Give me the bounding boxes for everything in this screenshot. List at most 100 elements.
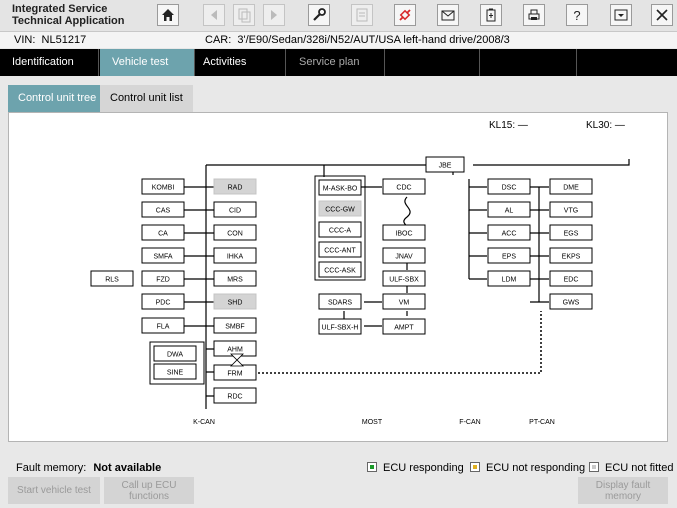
back-button[interactable] bbox=[203, 4, 225, 26]
ecu-label: SINE bbox=[167, 370, 184, 377]
ecu-ldm[interactable]: LDM bbox=[487, 270, 531, 287]
ecu-acc[interactable]: ACC bbox=[487, 224, 531, 241]
ecu-jbe[interactable]: JBE bbox=[425, 156, 465, 173]
ecu-egs[interactable]: EGS bbox=[549, 224, 593, 241]
ecu-cccant[interactable]: CCC-ANT bbox=[318, 241, 362, 258]
ecu-smfa[interactable]: SMFA bbox=[141, 247, 185, 264]
ecu-ihka[interactable]: IHKA bbox=[213, 247, 257, 264]
copy-icon bbox=[238, 8, 251, 23]
wrench-button[interactable] bbox=[308, 4, 330, 26]
mail-icon bbox=[441, 10, 455, 21]
ecu-ccca[interactable]: CCC-A bbox=[318, 221, 362, 238]
ecu-ca[interactable]: CA bbox=[141, 224, 185, 241]
legend-not-responding-label: ECU not responding bbox=[486, 462, 586, 474]
ecu-label: AMPT bbox=[394, 325, 414, 332]
ecu-label: JBE bbox=[439, 163, 452, 170]
ecu-rdc[interactable]: RDC bbox=[213, 387, 257, 404]
ecu-box bbox=[141, 224, 185, 241]
ecu-vm[interactable]: VM bbox=[382, 293, 426, 310]
start-vehicle-test-button[interactable]: Start vehicle test bbox=[8, 477, 100, 504]
connection-button[interactable] bbox=[394, 4, 416, 26]
ecu-box bbox=[382, 270, 426, 287]
ecu-label: SDARS bbox=[328, 300, 352, 307]
ecu-cas[interactable]: CAS bbox=[141, 201, 185, 218]
call-up-ecu-functions-button[interactable]: Call up ECU functions bbox=[104, 477, 194, 504]
ecu-ekps[interactable]: EKPS bbox=[549, 247, 593, 264]
ecu-box bbox=[382, 224, 426, 241]
ecu-ulfsbx[interactable]: ULF-SBX bbox=[382, 270, 426, 287]
ecu-box bbox=[382, 318, 426, 335]
legend-responding: ECU responding bbox=[367, 462, 464, 474]
tab-activities[interactable]: Activities bbox=[191, 49, 286, 76]
ecu-box bbox=[487, 201, 531, 218]
tab-vehicle-test[interactable]: Vehicle test bbox=[100, 49, 195, 76]
car: CAR: 3'/E90/Sedan/328i/N52/AUT/USA left-… bbox=[205, 34, 510, 46]
ecu-rls[interactable]: RLS bbox=[90, 270, 134, 287]
ecu-fzd[interactable]: FZD bbox=[141, 270, 185, 287]
ecu-vtg[interactable]: VTG bbox=[549, 201, 593, 218]
ecu-shd[interactable]: SHD bbox=[213, 293, 257, 310]
ecu-sine[interactable]: SINE bbox=[153, 363, 197, 380]
ecu-label: KOMBI bbox=[152, 185, 175, 192]
app-title: Integrated Service Technical Application bbox=[12, 3, 125, 27]
kl15-status: KL15: — bbox=[489, 120, 528, 131]
tab-empty-2 bbox=[481, 49, 577, 76]
home-button[interactable] bbox=[157, 4, 179, 26]
help-button[interactable]: ? bbox=[566, 4, 588, 26]
ecu-pdc[interactable]: PDC bbox=[141, 293, 185, 310]
ecu-gws[interactable]: GWS bbox=[549, 293, 593, 310]
ecu-mrs[interactable]: MRS bbox=[213, 270, 257, 287]
ecu-cdc[interactable]: CDC bbox=[382, 178, 426, 195]
ecu-smbf[interactable]: SMBF bbox=[213, 317, 257, 334]
ecu-label: IBOC bbox=[395, 231, 412, 238]
display-fault-memory-button[interactable]: Display fault memory bbox=[578, 477, 668, 504]
forward-button[interactable] bbox=[263, 4, 285, 26]
ecu-cid[interactable]: CID bbox=[213, 201, 257, 218]
ecu-label: EDC bbox=[564, 277, 579, 284]
ecu-sdars[interactable]: SDARS bbox=[318, 293, 362, 310]
tab-service-plan[interactable]: Service plan bbox=[287, 49, 385, 76]
ecu-label: CCC-GW bbox=[325, 207, 355, 214]
ecu-eps[interactable]: EPS bbox=[487, 247, 531, 264]
ecu-label: DWA bbox=[167, 352, 183, 359]
ecu-ampt[interactable]: AMPT bbox=[382, 318, 426, 335]
ecu-box bbox=[213, 247, 257, 264]
battery-button[interactable] bbox=[480, 4, 502, 26]
ecu-box bbox=[318, 179, 362, 196]
ecu-label: LDM bbox=[502, 277, 517, 284]
print-button[interactable] bbox=[523, 4, 545, 26]
ecu-cccgw[interactable]: CCC-GW bbox=[318, 200, 362, 217]
ecu-dme[interactable]: DME bbox=[549, 178, 593, 195]
ecu-iboc[interactable]: IBOC bbox=[382, 224, 426, 241]
ecu-con[interactable]: CON bbox=[213, 224, 257, 241]
mail-button[interactable] bbox=[437, 4, 459, 26]
ecu-frm[interactable]: FRM bbox=[213, 364, 257, 381]
copy-button[interactable] bbox=[233, 4, 255, 26]
ecu-label: FZD bbox=[156, 277, 170, 284]
ecu-al[interactable]: AL bbox=[487, 201, 531, 218]
svg-text:?: ? bbox=[573, 8, 580, 23]
tab-identification[interactable]: Identification bbox=[0, 49, 99, 76]
ecu-jnav[interactable]: JNAV bbox=[382, 247, 426, 264]
ecu-mask[interactable]: M-ASK-BO bbox=[318, 179, 362, 196]
fault-memory-status: Fault memory: Not available bbox=[16, 462, 161, 474]
ecu-rad[interactable]: RAD bbox=[213, 178, 257, 195]
ecu-fla[interactable]: FLA bbox=[141, 317, 185, 334]
sheet-button[interactable] bbox=[351, 4, 373, 26]
ecu-ulfsbxh[interactable]: ULF-SBX-H bbox=[318, 318, 362, 335]
subtab-control-unit-list[interactable]: Control unit list bbox=[100, 85, 193, 112]
ecu-box bbox=[141, 201, 185, 218]
ecu-box bbox=[213, 178, 257, 195]
ecu-label: CDC bbox=[396, 185, 411, 192]
subtab-control-unit-tree[interactable]: Control unit tree bbox=[8, 85, 100, 112]
print-icon bbox=[528, 9, 540, 20]
ecu-cccask[interactable]: CCC-ASK bbox=[318, 261, 362, 278]
ecu-label: EKPS bbox=[562, 254, 581, 261]
ecu-kombi[interactable]: KOMBI bbox=[141, 178, 185, 195]
ecu-dwa[interactable]: DWA bbox=[153, 345, 197, 362]
ecu-box bbox=[153, 345, 197, 362]
ecu-dsc[interactable]: DSC bbox=[487, 178, 531, 195]
ecu-edc[interactable]: EDC bbox=[549, 270, 593, 287]
close-button[interactable] bbox=[651, 4, 673, 26]
minimize-button[interactable] bbox=[610, 4, 632, 26]
